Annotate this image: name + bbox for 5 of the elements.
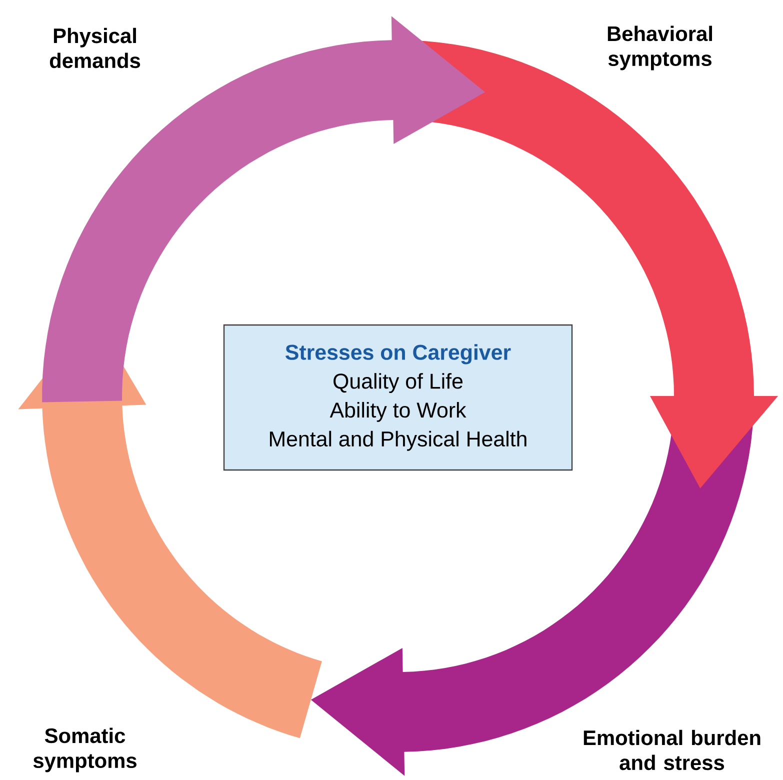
corner-label: Behavioral symptoms xyxy=(608,26,712,70)
corner-label: Physical demands xyxy=(50,28,140,68)
corner-label: Somatic symptoms xyxy=(33,728,136,772)
info-box: Stresses on Caregiver Quality of Life Ability to Work Mental and Physical Health xyxy=(223,324,573,471)
corner-label: Emotional burden and stress xyxy=(584,730,760,770)
